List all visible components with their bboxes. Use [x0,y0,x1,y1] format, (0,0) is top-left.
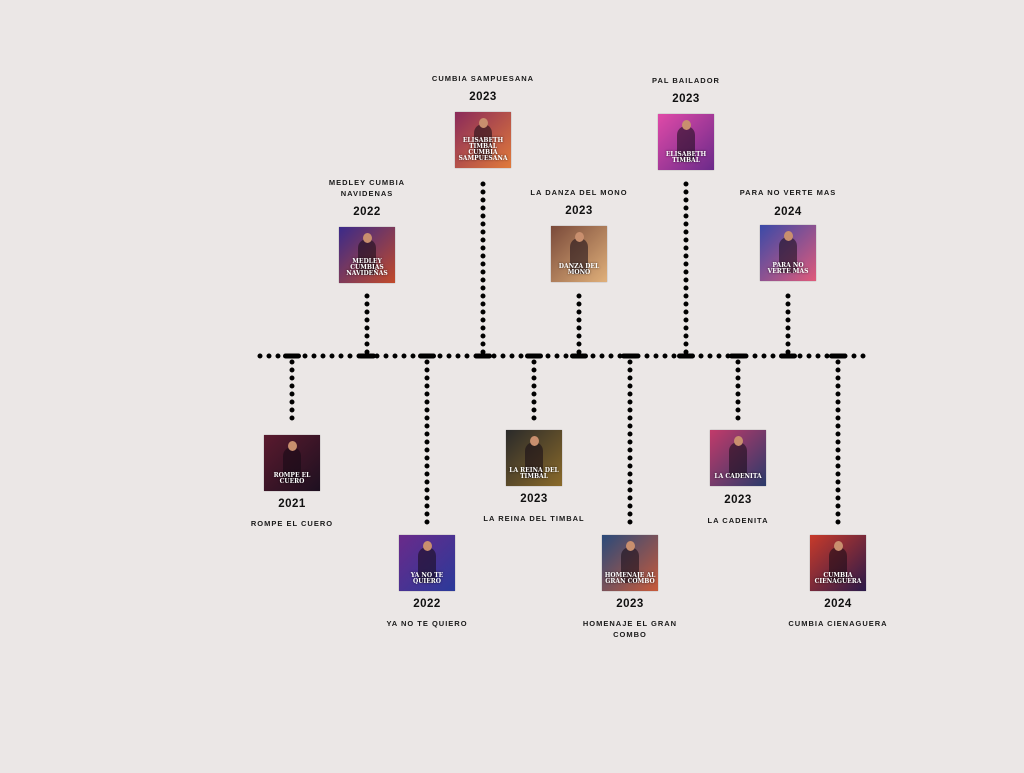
cover-title: Homenaje al Gran Combo [604,572,656,585]
release-title: LA REINA DEL TIMBAL [483,514,585,523]
release-title: PAL BAILADOR [652,76,720,85]
cover-title: PARA NO VERTE MAS [767,262,809,275]
artist-figure [525,436,543,478]
artist-figure [729,436,747,478]
cover-title: MEDLEY CUMBIAS NAVIDEÑAS [346,258,388,277]
timeline-marker [283,353,301,359]
cover-title: LA REINA DEL TIMBAL [509,467,559,480]
release-year: 2023 [616,598,644,610]
release-title: LA DANZA DEL MONO [530,188,628,197]
cover-title: Rompe el Cuero [273,472,311,485]
release-title: LA CADENITA [707,516,769,525]
album-cover: LA REINA DEL TIMBAL [506,430,562,486]
cover-title: ELISABETH TIMBAL [665,151,707,164]
timeline-marker [729,353,747,359]
cover-title: DANZA DEL MONO [558,263,600,276]
release-title: HOMENAJE EL GRAN COMBO [582,619,678,639]
release-year: 2022 [353,206,381,218]
release-year: 2022 [413,598,441,610]
timeline-marker [829,353,847,359]
release-title: CUMBIA SAMPUESANA [431,74,535,83]
release-title: MEDLEY CUMBIA NAVIDENAS [328,178,406,198]
cover-title: YA NO TE QUIERO [410,572,444,585]
album-cover: YA NO TE QUIERO [399,535,455,591]
artist-figure [677,120,695,162]
timeline-marker [621,353,639,359]
album-cover: MEDLEY CUMBIAS NAVIDEÑAS [339,227,395,283]
release-title: ROMPE EL CUERO [250,519,334,528]
release-year: 2024 [824,598,852,610]
artist-figure [570,232,588,274]
release-year: 2023 [520,493,548,505]
release-year: 2023 [565,205,593,217]
artist-figure [474,118,492,160]
artist-figure [418,541,436,583]
timeline-marker [418,353,436,359]
timeline-marker [474,353,492,359]
artist-figure [779,231,797,273]
timeline-marker [525,353,543,359]
album-cover: CUMBIA CIENAGUERA [810,535,866,591]
release-year: 2021 [278,498,306,510]
release-year: 2023 [724,494,752,506]
timeline-marker [779,353,797,359]
release-year: 2023 [672,93,700,105]
artist-figure [283,441,301,483]
release-year: 2024 [774,206,802,218]
release-title: PARA NO VERTE MAS [739,188,837,197]
cover-title: ELISABETH TIMBAL Cumbia SAMPUESANA [458,137,508,162]
album-cover: ELISABETH TIMBAL Cumbia SAMPUESANA [455,112,511,168]
album-cover: Rompe el Cuero [264,435,320,491]
timeline-marker [570,353,588,359]
timeline-marker [358,353,376,359]
cover-title: CUMBIA CIENAGUERA [814,572,862,585]
release-title: CUMBIA CIENAGUERA [788,619,888,628]
artist-figure [829,541,847,583]
artist-figure [358,233,376,275]
timeline-marker [677,353,695,359]
album-cover: ELISABETH TIMBAL [658,114,714,170]
artist-figure [621,541,639,583]
release-title: YA NO TE QUIERO [386,619,468,628]
release-year: 2023 [469,91,497,103]
album-cover: Homenaje al Gran Combo [602,535,658,591]
album-cover: PARA NO VERTE MAS [760,225,816,281]
album-cover: LA CADENITA [710,430,766,486]
cover-title: LA CADENITA [714,473,762,480]
album-cover: DANZA DEL MONO [551,226,607,282]
